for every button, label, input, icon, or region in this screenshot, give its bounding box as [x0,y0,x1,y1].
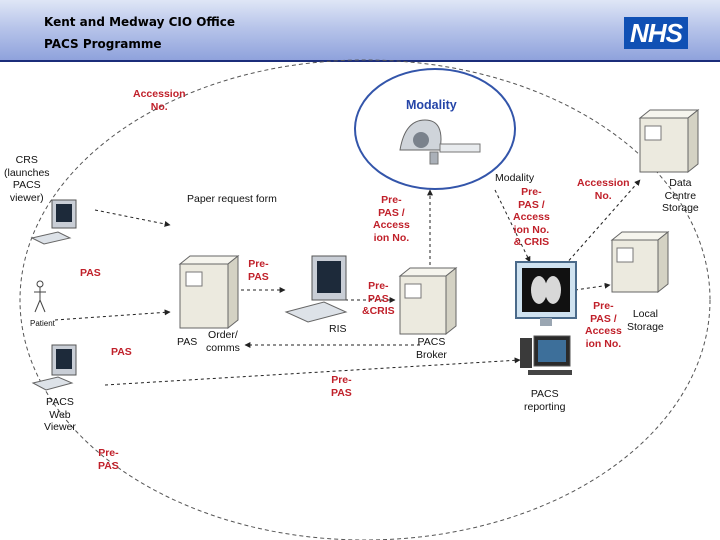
label-prepas-bottom: Pre- PAS [98,447,119,472]
pacs-reporting-computer-icon [520,335,572,375]
label-prepas-access-local: Pre- PAS / Access ion No. [585,300,622,350]
arrow-modality-reporting [494,189,531,263]
label-accession-top: Accession No. [133,88,186,113]
arrow-viewer-reporting [104,357,521,386]
crs-computer-icon [30,199,77,245]
arrow-patient-pas [54,309,171,321]
header-banner: Kent and Medway CIO Office PACS Programm… [0,0,720,62]
arrow-reporting-datacentre [564,179,641,266]
label-paper-request: Paper request form [187,193,277,205]
label-prepas-center: Pre- PAS [331,374,352,399]
label-pacs-web-viewer: PACS Web Viewer [44,396,76,433]
ris-computer-icon [284,255,348,323]
label-prepas-access-cris: Pre- PAS / Access ion No. & CRIS [513,186,550,248]
nhs-logo: NHS [624,17,688,49]
flow-ellipse [19,59,711,540]
datacentre-server-icon [638,108,700,174]
label-pacs-broker: PACS Broker [416,336,447,361]
pacs-broker-server-icon [398,266,458,336]
label-data-centre: Data Centre Storage [662,177,699,214]
label-pacs-reporting: PACS reporting [524,388,566,413]
label-pas-left: PAS [80,267,101,279]
label-prepas-ris: Pre- PAS [248,258,269,283]
ct-scanner-icon [399,119,481,165]
label-pas-order: PAS [177,336,198,348]
local-storage-server-icon [610,230,670,294]
arrow-reporting-local [574,282,611,291]
label-ris: RIS [329,323,347,335]
label-prepas-cris: Pre- PAS &CRIS [362,280,395,317]
header-title: Kent and Medway CIO Office [44,15,236,29]
label-pas-mid: PAS [111,346,132,358]
arrow-paper-request [94,209,171,227]
ordercomms-server-icon [178,254,240,330]
label-accession-right: Accession No. [577,177,630,202]
xray-monitor-icon [515,261,577,326]
label-prepas-access-mid: Pre- PAS / Access ion No. [373,194,410,244]
header-subtitle: PACS Programme [44,37,162,51]
patient-icon [34,280,46,313]
web-viewer-computer-icon [31,344,77,391]
label-order-comms: Order/ comms [206,329,240,354]
label-local-storage: Local Storage [627,308,664,333]
label-modality-title: Modality [406,98,457,112]
label-modality-small: Modality [495,172,535,184]
label-patient: Patient [30,319,55,328]
modality-circle [354,68,516,190]
label-crs: CRS (launches PACS viewer) [4,154,50,204]
